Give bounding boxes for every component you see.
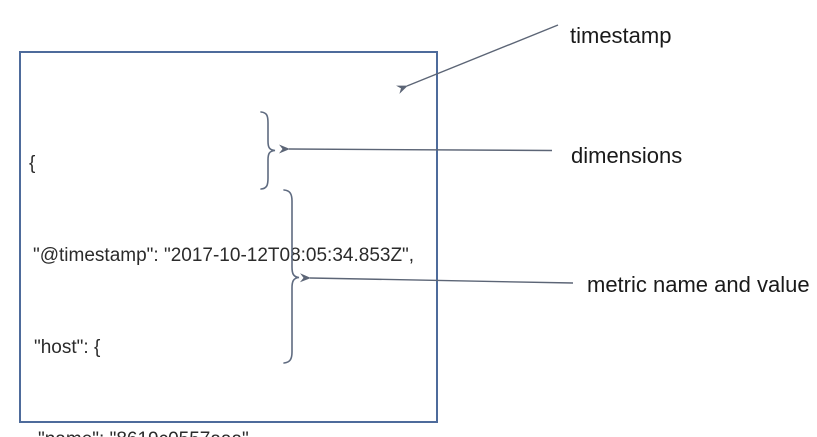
metric-label: metric name and value (587, 272, 810, 297)
dimensions-label: dimensions (571, 143, 683, 168)
code-line: "name": "8619c0557aaa", (29, 428, 414, 437)
timestamp-label: timestamp (570, 23, 672, 48)
code-line: "host": { (34, 337, 101, 358)
json-document-box (19, 51, 438, 423)
code-line: { (29, 153, 36, 174)
code-line: "@timestamp": "2017-10-12T08:05:34.853Z"… (33, 245, 415, 266)
json-code: { "@timestamp": "2017-10-12T08:05:34.853… (29, 60, 414, 437)
